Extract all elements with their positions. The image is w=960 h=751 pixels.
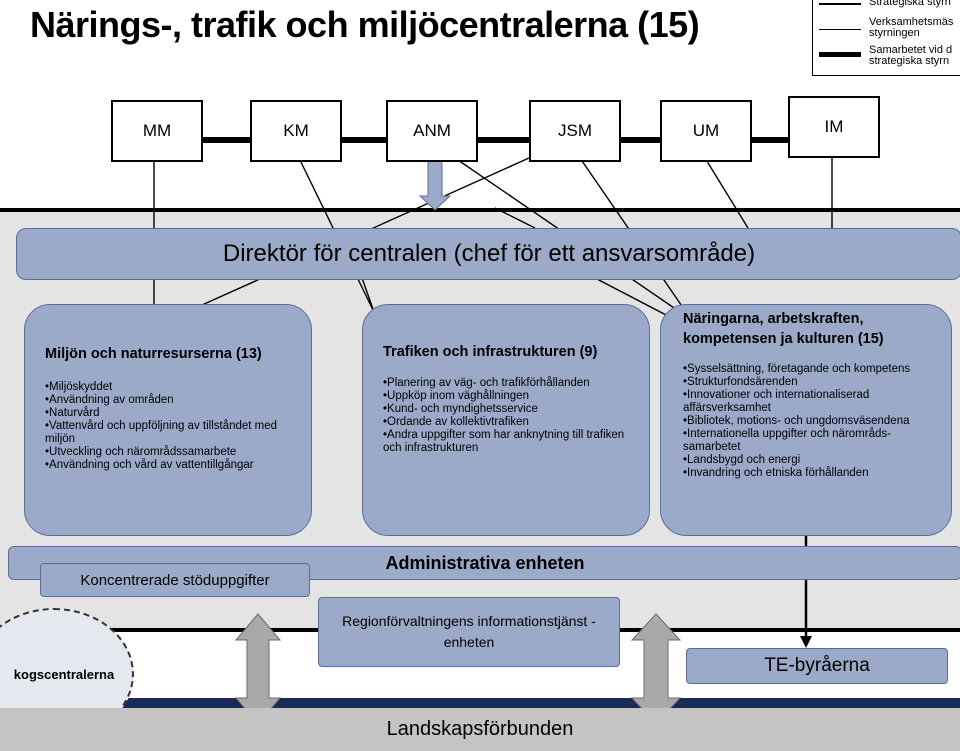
area-business-title: Näringarna, arbetskraften, kompetensen j… [683, 311, 884, 347]
list-item: Landsbygd och energi [683, 454, 941, 467]
region-info-unit-box: Regionförvaltningens informationstjänst … [318, 597, 620, 667]
area-environment-title: Miljön och naturresurserna (13) [45, 346, 262, 362]
area-traffic-title: Trafiken och infrastrukturen (9) [383, 344, 598, 360]
ministry-box-im: IM [788, 96, 880, 158]
legend-item-operational: Verksamhetsmäs styrningen [869, 16, 954, 39]
support-tasks-box: Koncentrerade stöduppgifter [40, 563, 310, 597]
area-environment: Miljön och naturresurserna (13) Miljösky… [24, 304, 312, 536]
list-item: Innovationer och internationaliserad aff… [683, 389, 941, 415]
list-item: Naturvård [45, 407, 299, 420]
director-box: Direktör för centralen (chef för ett ans… [16, 228, 960, 280]
list-item: Vattenvård och uppföljning av tillstånde… [45, 420, 299, 446]
legend: Strategiska styrn Verksamhetsmäs styrnin… [812, 0, 960, 76]
ministry-box-um: UM [660, 100, 752, 162]
regional-councils-bar: Landskapsförbunden [0, 708, 960, 751]
list-item: Användning och vård av vattentillgångar [45, 459, 299, 472]
list-item: Invandring och etniska förhållanden [683, 467, 941, 480]
legend-thick-line [819, 52, 861, 57]
forestry-centers-label: kogscentralerna [13, 666, 115, 682]
list-item: Sysselsättning, företagande och kompeten… [683, 363, 941, 376]
list-item: Strukturfondsärenden [683, 376, 941, 389]
ministry-box-jsm: JSM [529, 100, 621, 162]
list-item: Miljöskyddet [45, 381, 299, 394]
list-item: Bibliotek, motions- och ungdomsväsendena [683, 415, 941, 428]
legend-item-strategic: Strategiska styrn [869, 0, 951, 8]
legend-item-cooperation: Samarbetet vid d strategiska styrn [869, 44, 953, 67]
area-environment-list: Miljöskyddet Användning av områden Natur… [45, 381, 299, 472]
area-traffic-list: Planering av väg- och trafikförhållanden… [383, 377, 637, 455]
ministry-box-km: KM [250, 100, 342, 162]
list-item: Ordande av kollektivtrafiken [383, 416, 637, 429]
list-item: Andra uppgifter som har anknytning till … [383, 429, 637, 455]
legend-arrow-line [819, 3, 861, 5]
list-item: Internationella uppgifter och närområds-… [683, 428, 941, 454]
ministry-box-mm: MM [111, 100, 203, 162]
list-item: Planering av väg- och trafikförhållanden [383, 377, 637, 390]
te-offices-box: TE-byråerna [686, 648, 948, 684]
ministry-box-anm: ANM [386, 100, 478, 162]
legend-thin-line [819, 29, 861, 30]
list-item: Utveckling och närområdssamarbete [45, 446, 299, 459]
list-item: Kund- och myndighetsservice [383, 403, 637, 416]
area-business-list: Sysselsättning, företagande och kompeten… [683, 363, 941, 480]
list-item: Användning av områden [45, 394, 299, 407]
page-title: Närings-, trafik och miljöcentralerna (1… [30, 4, 700, 45]
area-traffic: Trafiken och infrastrukturen (9) Planeri… [362, 304, 650, 536]
list-item: Uppköp inom väghållningen [383, 390, 637, 403]
area-business: Näringarna, arbetskraften, kompetensen j… [660, 304, 952, 536]
